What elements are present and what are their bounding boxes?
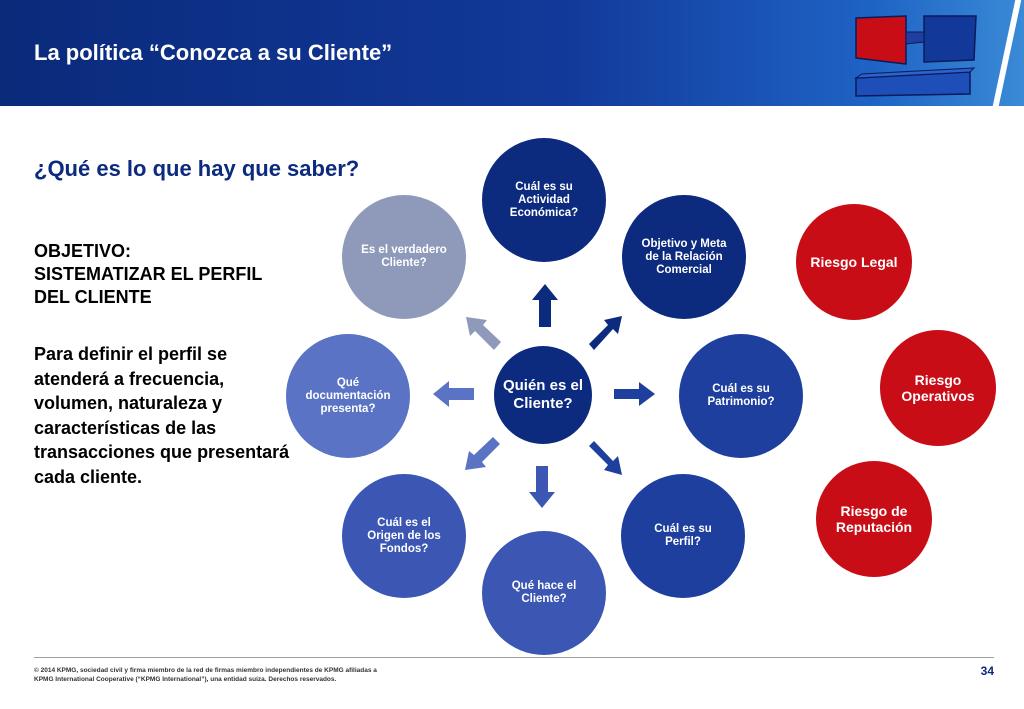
arrow-down: [529, 466, 555, 508]
node-verdadero-label: Es el verdadero Cliente?: [361, 244, 447, 269]
risk-reputacion-label: Riesgo de Reputación: [835, 503, 913, 535]
arrow-up-right: [589, 316, 622, 350]
risk-legal: Riesgo Legal: [796, 204, 912, 320]
arrow-down-right: [589, 441, 622, 475]
footer-copyright-line-2: KPMG International Cooperative (“KPMG In…: [34, 676, 337, 683]
arrow-left: [433, 381, 474, 407]
arrow-up-left: [466, 317, 501, 350]
kpmg-logo-graphic: [854, 15, 977, 97]
node-patrimonio-label: Cuál es su Patrimonio?: [707, 383, 775, 408]
node-que-hace-label: Qué hace el Cliente?: [511, 580, 577, 605]
node-origen-fondos: Cuál es el Origen de los Fondos?: [342, 474, 466, 598]
arrow-down-left: [465, 437, 500, 470]
node-documentacion: Qué documentación presenta?: [286, 334, 410, 458]
center-node-label: Quién es el Cliente?: [502, 377, 584, 412]
node-patrimonio: Cuál es su Patrimonio?: [679, 334, 803, 458]
footer-divider: [34, 657, 994, 658]
objective-line-3: DEL CLIENTE: [34, 287, 152, 307]
risk-legal-label: Riesgo Legal: [810, 254, 898, 270]
risk-reputacion: Riesgo de Reputación: [816, 461, 932, 577]
section-question: ¿Qué es lo que hay que saber?: [34, 156, 360, 181]
center-node-quien-es-el-cliente: Quién es el Cliente?: [494, 346, 592, 444]
node-actividad-economica: Cuál es su Actividad Económica?: [482, 138, 606, 262]
node-que-hace: Qué hace el Cliente?: [482, 531, 606, 655]
risk-operativos: Riesgo Operativos: [880, 330, 996, 446]
node-actividad-label: Cuál es su Actividad Económica?: [509, 180, 579, 219]
footer-copyright-line-1: © 2014 KPMG, sociedad civil y firma miem…: [34, 667, 377, 674]
node-origen-label: Cuál es el Origen de los Fondos?: [367, 516, 441, 555]
arrow-up: [532, 284, 558, 327]
node-verdadero-cliente: Es el verdadero Cliente?: [342, 195, 466, 319]
node-objetivo-label: Objetivo y Meta de la Relación Comercial: [641, 237, 727, 276]
node-documentacion-label: Qué documentación presenta?: [305, 376, 391, 415]
objective-line-2: SISTEMATIZAR EL PERFIL: [34, 264, 263, 284]
risk-operativos-label: Riesgo Operativos: [901, 372, 975, 404]
page-title: La política “Conozca a su Cliente”: [34, 40, 393, 65]
arrow-right: [614, 382, 655, 406]
description-paragraph: Para definir el perfil se atenderá a fre…: [34, 344, 290, 487]
objective-line-1: OBJETIVO:: [34, 241, 132, 261]
header-banner: La política “Conozca a su Cliente”: [0, 0, 1024, 106]
node-objetivo-meta: Objetivo y Meta de la Relación Comercial: [622, 195, 746, 319]
node-perfil-label: Cuál es su Perfil?: [654, 523, 712, 548]
page-number: 34: [980, 664, 994, 678]
node-perfil: Cuál es su Perfil?: [621, 474, 745, 598]
footer-copyright: © 2014 KPMG, sociedad civil y firma miem…: [34, 666, 454, 684]
objective-heading: OBJETIVO: SISTEMATIZAR EL PERFIL DEL CLI…: [34, 240, 314, 309]
